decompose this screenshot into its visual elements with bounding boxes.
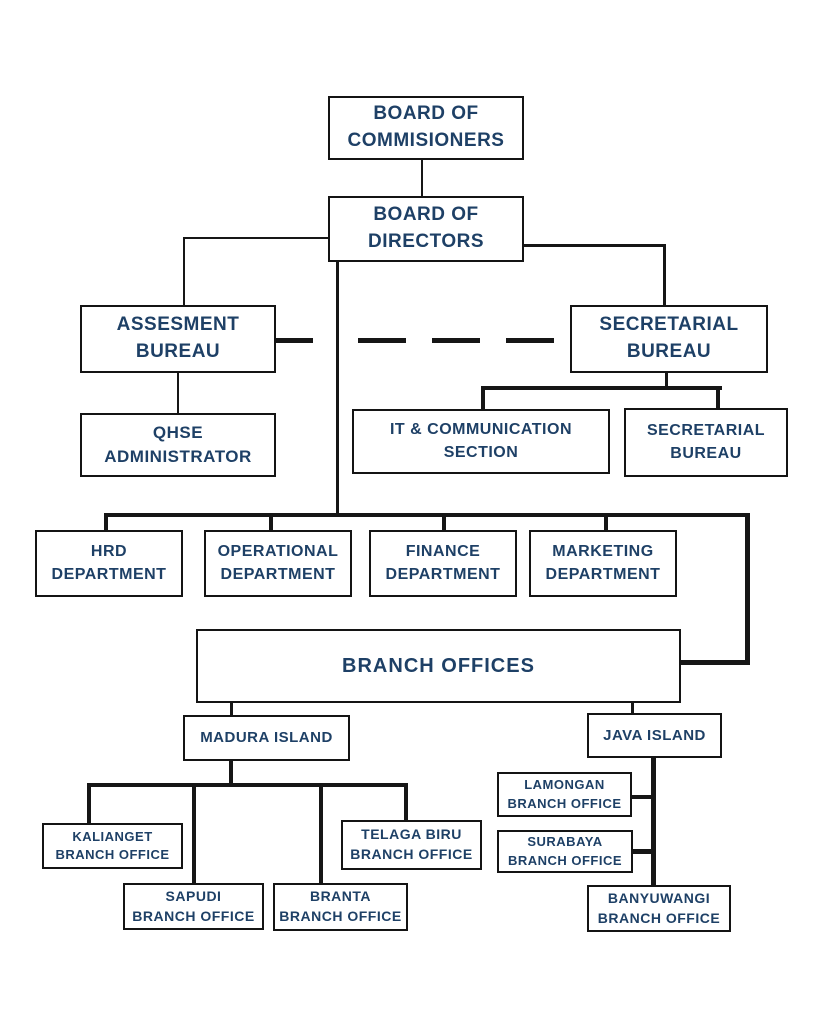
label-line: SAPUDI bbox=[165, 887, 222, 904]
connector-commisioners-directors bbox=[421, 160, 423, 196]
connector-lamongan-stub bbox=[631, 795, 653, 799]
node-assesment-bureau: ASSESMENT BUREAU bbox=[80, 305, 276, 373]
label-line: SECTION bbox=[443, 443, 519, 461]
connector-marketing-drop bbox=[604, 513, 608, 530]
label-line: BUREAU bbox=[670, 444, 742, 462]
node-lamongan-branch-office: LAMONGAN BRANCH OFFICE bbox=[497, 772, 632, 817]
connector-directors-departments-v bbox=[336, 262, 339, 517]
node-it-communication-section: IT & COMMUNICATION SECTION bbox=[352, 409, 610, 474]
connector-directors-assesment-v bbox=[183, 237, 185, 305]
label-line: BOARD OF bbox=[373, 103, 479, 125]
label-line: TELAGA BIRU bbox=[361, 826, 462, 843]
label-line: QHSE bbox=[152, 422, 204, 442]
node-qhse-administrator: QHSE ADMINISTRATOR bbox=[80, 413, 276, 477]
node-board-of-directors: BOARD OF DIRECTORS bbox=[328, 196, 524, 262]
label-line: BRANCH OFFICE bbox=[350, 846, 473, 862]
connector-hrd-drop bbox=[104, 513, 108, 530]
label-line: KALIANGET bbox=[72, 828, 153, 844]
label-line: MADURA ISLAND bbox=[200, 729, 333, 747]
label-line: SURABAYA bbox=[527, 834, 603, 850]
connector-directors-secretarial-h bbox=[523, 244, 666, 247]
label-line: LAMONGAN bbox=[524, 777, 605, 793]
label-line: BOARD OF bbox=[373, 204, 479, 226]
node-telaga-biru-branch-office: TELAGA BIRU BRANCH OFFICE bbox=[341, 820, 482, 870]
node-branta-branch-office: BRANTA BRANCH OFFICE bbox=[273, 883, 408, 931]
label-line: HRD bbox=[90, 542, 128, 560]
label-line: DIRECTORS bbox=[367, 231, 485, 252]
node-secretarial-bureau-2: SECRETARIAL BUREAU bbox=[624, 408, 788, 477]
node-hrd-department: HRD DEPARTMENT bbox=[35, 530, 183, 597]
node-board-of-commisioners: BOARD OF COMMISIONERS bbox=[328, 96, 524, 160]
label-line: FINANCE bbox=[405, 542, 481, 560]
label-line: MARKETING bbox=[552, 542, 654, 560]
node-finance-department: FINANCE DEPARTMENT bbox=[369, 530, 517, 597]
node-kalianget-branch-office: KALIANGET BRANCH OFFICE bbox=[42, 823, 183, 869]
label-line: BRANTA bbox=[309, 888, 372, 905]
label-line: BRANCH OFFICE bbox=[507, 852, 623, 868]
connector-departments-h bbox=[104, 513, 750, 517]
label-line: BUREAU bbox=[626, 341, 712, 362]
connector-right-to-branch-h bbox=[681, 660, 750, 665]
connector-assesment-qhse bbox=[177, 372, 179, 413]
node-marketing-department: MARKETING DEPARTMENT bbox=[529, 530, 677, 597]
node-surabaya-branch-office: SURABAYA BRANCH OFFICE bbox=[497, 830, 633, 873]
connector-secretarial-drop bbox=[665, 373, 668, 389]
label-line: ASSESMENT bbox=[116, 314, 240, 336]
label-line: BRANCH OFFICE bbox=[597, 909, 721, 926]
node-secretarial-bureau: SECRETARIAL BUREAU bbox=[570, 305, 768, 373]
connector-branch-madura bbox=[230, 702, 233, 716]
connector-madura-drop bbox=[229, 760, 233, 787]
connector-right-v bbox=[745, 513, 750, 665]
connector-branta-drop bbox=[319, 783, 323, 885]
node-branch-offices: BRANCH OFFICES bbox=[196, 629, 681, 703]
label-line: DEPARTMENT bbox=[545, 565, 661, 583]
connector-directors-secretarial-v bbox=[663, 244, 666, 305]
connector-directors-assesment-h bbox=[183, 237, 328, 239]
connector-operational-drop bbox=[269, 513, 273, 530]
label-line: BRANCH OFFICE bbox=[132, 907, 255, 924]
connector-secretarial-children-h bbox=[481, 386, 722, 390]
label-line: OPERATIONAL bbox=[217, 542, 339, 560]
connector-dashed-line bbox=[358, 338, 570, 343]
connector-kalianget-drop bbox=[87, 783, 91, 825]
node-operational-department: OPERATIONAL DEPARTMENT bbox=[204, 530, 352, 597]
label-line: SECRETARIAL bbox=[599, 314, 739, 336]
node-madura-island: MADURA ISLAND bbox=[183, 715, 350, 761]
label-line: BRANCH OFFICES bbox=[342, 654, 535, 677]
label-line: BANYUWANGI bbox=[607, 889, 711, 906]
node-java-island: JAVA ISLAND bbox=[587, 713, 722, 758]
label-line: SECRETARIAL bbox=[646, 421, 766, 439]
label-line: COMMISIONERS bbox=[347, 130, 505, 151]
connector-sapudi-drop bbox=[192, 783, 196, 885]
connector-itcomm-drop bbox=[481, 386, 485, 409]
connector-surabaya-stub bbox=[632, 849, 653, 854]
label-line: BUREAU bbox=[135, 341, 221, 362]
label-line: BRANCH OFFICE bbox=[507, 795, 622, 811]
connector-branch-java bbox=[631, 702, 634, 714]
node-banyuwangi-branch-office: BANYUWANGI BRANCH OFFICE bbox=[587, 885, 731, 932]
connector-finance-drop bbox=[442, 513, 446, 530]
connector-madura-bus-h bbox=[87, 783, 408, 787]
label-line: DEPARTMENT bbox=[385, 565, 501, 583]
label-line: DEPARTMENT bbox=[51, 565, 167, 583]
label-line: ADMINISTRATOR bbox=[104, 447, 252, 466]
label-line: JAVA ISLAND bbox=[603, 726, 706, 744]
connector-dashed-stub bbox=[275, 338, 313, 343]
connector-java-spine bbox=[651, 757, 656, 887]
connector-secretarial2-drop bbox=[716, 386, 720, 408]
label-line: DEPARTMENT bbox=[220, 565, 336, 583]
connector-telaga-drop bbox=[404, 783, 408, 822]
label-line: BRANCH OFFICE bbox=[55, 847, 170, 862]
label-line: BRANCH OFFICE bbox=[279, 908, 402, 924]
label-line: IT & COMMUNICATION bbox=[389, 420, 572, 438]
node-sapudi-branch-office: SAPUDI BRANCH OFFICE bbox=[123, 883, 264, 930]
